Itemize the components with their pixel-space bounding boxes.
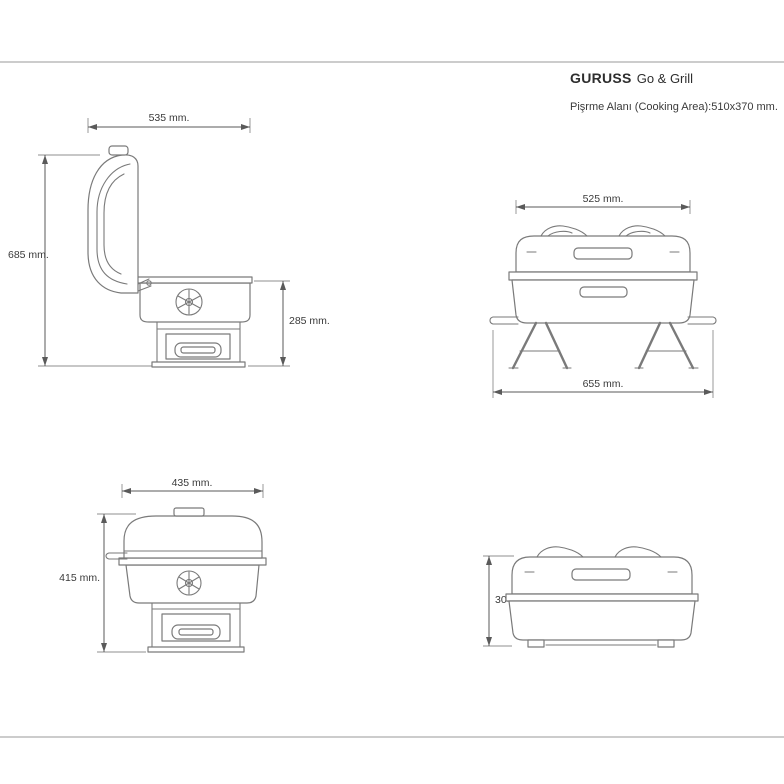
rim [505, 593, 699, 602]
body [508, 600, 696, 641]
bowl-body [132, 276, 253, 323]
cart [151, 321, 246, 368]
brand-name: GURUSS [570, 70, 632, 86]
side-handle-right [687, 316, 717, 325]
lid-handle [108, 145, 129, 156]
dim-width-525: 525 mm. [515, 193, 691, 214]
hinge [137, 278, 152, 292]
dim-label-525: 525 mm. [583, 193, 624, 205]
dim-width-535: 535 mm. [87, 112, 251, 133]
view-front-legs: 525 mm. [489, 193, 717, 398]
header: GURUSS Go & Grill Pişrme Alanı (Cooking A… [570, 70, 778, 113]
dim-label-285: 285 mm. [289, 315, 330, 327]
dim-label-415: 415 mm. [59, 572, 100, 584]
dim-label-685: 685 mm. [8, 249, 49, 261]
body [511, 279, 695, 324]
side-handle [105, 552, 128, 560]
grill-side-closed [105, 507, 267, 653]
lid-handle [173, 507, 205, 517]
grill-side-open [87, 145, 253, 368]
dim-label-435: 435 mm. [172, 477, 213, 489]
grill-front-legs [489, 225, 717, 370]
dim-width-435: 435 mm. [121, 477, 264, 498]
dim-label-535: 535 mm. [149, 112, 190, 124]
dim-height-685: 685 mm. [8, 154, 152, 367]
side-handle-left [489, 316, 519, 325]
grill-front-closed [505, 546, 699, 648]
legs [508, 321, 699, 370]
view-side-open: 535 mm. 685 mm. 285 mm. [8, 112, 330, 368]
product-name: Go & Grill [636, 71, 694, 86]
view-side-closed: 435 mm. 415 mm. [59, 477, 267, 653]
lid-open [87, 154, 139, 294]
dim-height-415: 415 mm. [59, 513, 146, 653]
dim-width-655: 655 mm. [492, 330, 714, 398]
rim [508, 271, 698, 281]
damper-vent [176, 570, 202, 596]
dim-label-655: 655 mm. [583, 378, 624, 390]
damper-vent [175, 288, 203, 316]
lid [511, 546, 693, 595]
cooking-area-note: Pişrme Alanı (Cooking Area):510x370 mm. [570, 101, 778, 113]
drawer [161, 613, 231, 642]
dim-height-285: 285 mm. [248, 280, 330, 367]
drawer [165, 333, 231, 360]
cart [147, 602, 245, 653]
lid [515, 225, 691, 273]
feet [527, 639, 675, 648]
lid [123, 507, 263, 559]
view-front-closed: 304 mm. [483, 546, 699, 648]
